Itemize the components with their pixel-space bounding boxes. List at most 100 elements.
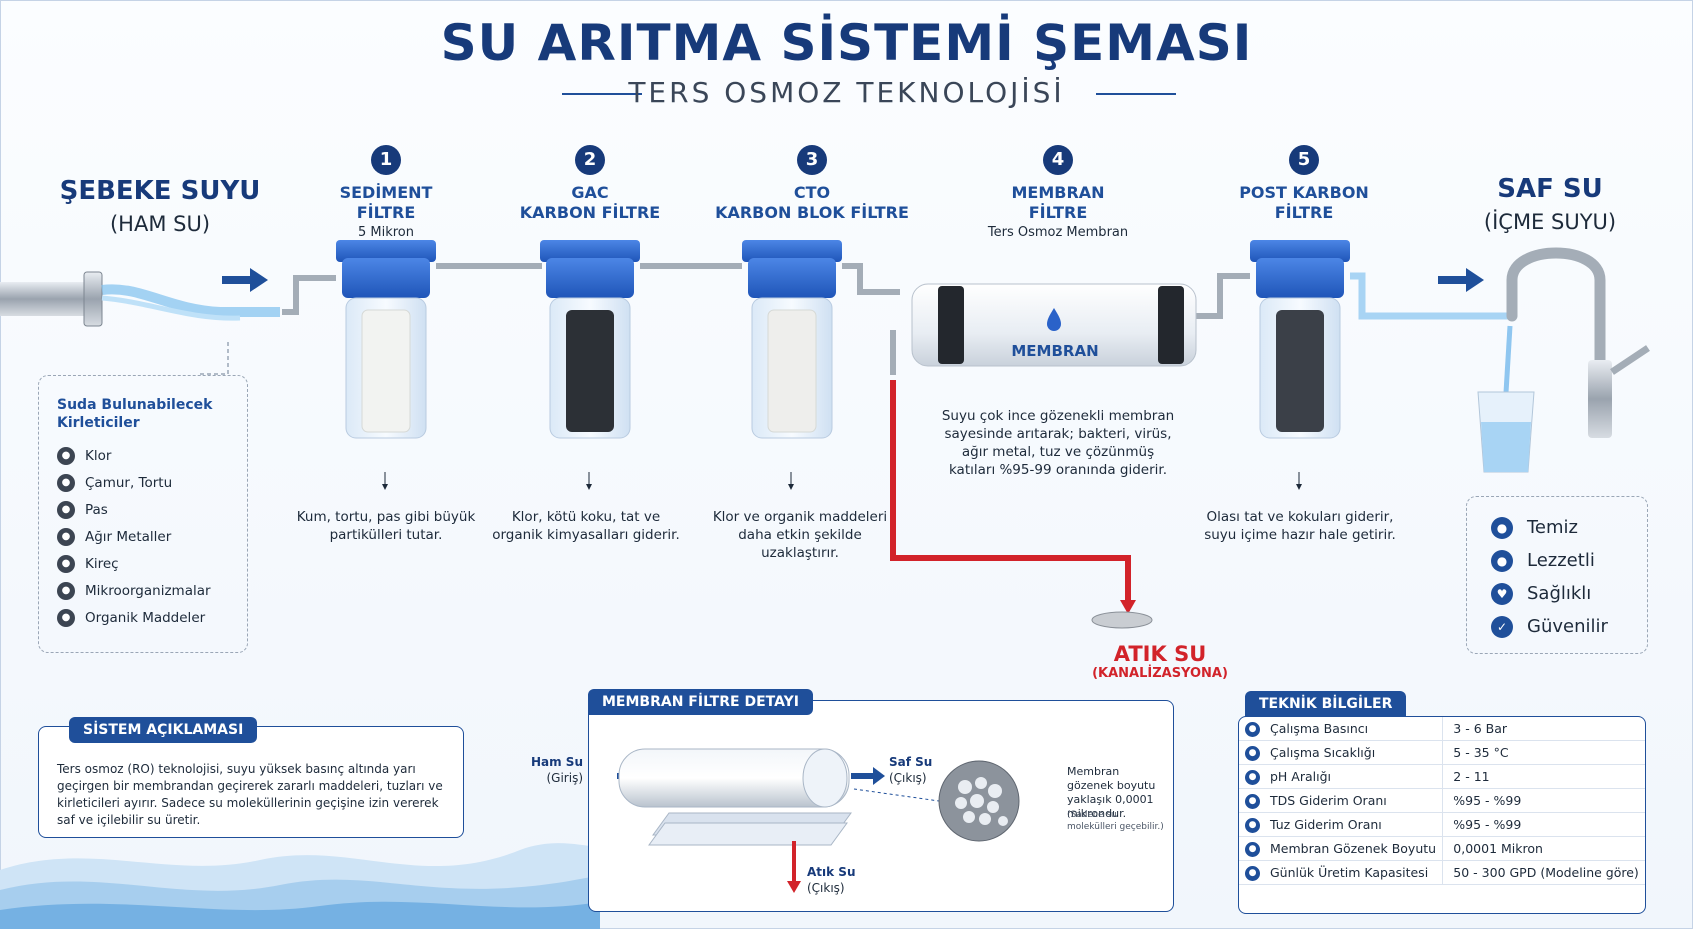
stage-pointer-arrows bbox=[382, 472, 1302, 490]
gauge-icon: ● bbox=[1245, 721, 1260, 737]
table-row: ●Tuz Giderim Oranı%95 - %99 bbox=[1239, 812, 1645, 837]
salt-icon: ● bbox=[1245, 817, 1260, 833]
flow-arrow-outlet bbox=[1438, 268, 1484, 292]
stage-4-title-line2: FİLTRE bbox=[1028, 203, 1088, 222]
page-subtitle: TERS OSMOZ TEKNOLOJİSİ bbox=[628, 76, 1065, 109]
benefits-box: ●Temiz ●Lezzetli ♥Sağlıklı ✓Güvenilir bbox=[1466, 496, 1648, 654]
stage-2-description: Klor, kötü koku, tat ve organik kimyasal… bbox=[492, 509, 680, 543]
page-title: SU ARITMA SİSTEMİ ŞEMASI bbox=[440, 14, 1253, 72]
sediment-icon: ● bbox=[57, 473, 75, 492]
water-glass-icon bbox=[1477, 391, 1535, 473]
membrane-waste-label: Atık Su bbox=[807, 865, 856, 879]
connecting-pipes bbox=[282, 263, 1510, 320]
list-item: ●Organik Maddeler bbox=[57, 604, 247, 631]
stage-2-number: 2 bbox=[575, 145, 605, 175]
stage-3-number: 3 bbox=[797, 145, 827, 175]
drop-icon: ● bbox=[1491, 516, 1513, 539]
stage-4-number: 4 bbox=[1043, 145, 1073, 175]
thermometer-icon: ● bbox=[1245, 745, 1260, 761]
stage-2-title-line2: KARBON FİLTRE bbox=[519, 203, 661, 222]
stage-1-subtitle: 5 Mikron bbox=[357, 225, 414, 240]
destination-subtitle: (İÇME SUYU) bbox=[1483, 210, 1617, 234]
stage-5-title-line2: FİLTRE bbox=[1274, 203, 1334, 222]
membrane-housing bbox=[911, 283, 1197, 367]
contaminants-list: ●Klor ●Çamur, Tortu ●Pas ●Ağır Metaller … bbox=[57, 442, 247, 631]
membrane-detail-title: MEMBRAN FİLTRE DETAYI bbox=[588, 689, 813, 715]
stage-1-title-line1: SEDİMENT bbox=[339, 183, 433, 202]
source-subtitle: (HAM SU) bbox=[109, 212, 211, 236]
contaminants-title: Suda Bulunabilecek Kirleticiler bbox=[57, 397, 213, 431]
list-item: ●Temiz bbox=[1491, 511, 1647, 544]
membrane-detail-panel: MEMBRAN FİLTRE DETAYI Ham Su (Giriş) Saf… bbox=[531, 689, 1174, 912]
system-description-text: Ters osmoz (RO) teknolojisi, suyu yüksek… bbox=[57, 762, 443, 827]
benefits-list: ●Temiz ●Lezzetli ♥Sağlıklı ✓Güvenilir bbox=[1491, 511, 1647, 643]
list-item: ●Klor bbox=[57, 442, 247, 469]
contaminants-connector bbox=[198, 342, 229, 375]
capacity-icon: ● bbox=[1245, 865, 1260, 881]
stage-4-header: 4 MEMBRAN FİLTRE Ters Osmoz Membran bbox=[938, 145, 1178, 240]
rust-icon: ● bbox=[57, 500, 75, 519]
membrane-pore-text: Membran gözenek boyutu yaklaşık 0,0001 m… bbox=[1067, 765, 1156, 820]
system-description-panel: SİSTEM AÇIKLAMASI Ters osmoz (RO) teknol… bbox=[38, 717, 464, 838]
membrane-pore-note: (Sadece su molekülleri geçebilir.) bbox=[1067, 810, 1164, 832]
membrane-outlet-sub: (Çıkış) bbox=[889, 771, 927, 785]
list-item: ✓Güvenilir bbox=[1491, 610, 1647, 643]
subtitle-rule-right bbox=[1096, 93, 1176, 95]
stage-4-title-line1: MEMBRAN bbox=[1011, 183, 1105, 202]
waste-water-subtitle: (KANALİZASYONA) bbox=[1092, 666, 1228, 681]
flow-arrow-inlet bbox=[222, 268, 268, 292]
filter-housing-1 bbox=[336, 240, 436, 439]
stage-2-title-line1: GAC bbox=[571, 183, 609, 202]
water-wave-decoration bbox=[0, 843, 600, 929]
stage-1-description: Kum, tortu, pas gibi büyük partikülleri … bbox=[296, 509, 476, 543]
membrane-waste-sub: (Çıkış) bbox=[807, 881, 845, 895]
list-item: ●Mikroorganizmalar bbox=[57, 577, 247, 604]
limescale-icon: ● bbox=[57, 554, 75, 573]
source-title: ŞEBEKE SUYU bbox=[59, 176, 261, 206]
process-flow-illustration bbox=[0, 240, 1650, 629]
list-item: ●Kireç bbox=[57, 550, 247, 577]
ph-icon: ● bbox=[1245, 769, 1260, 785]
stage-3-description: Klor ve organik maddeleri daha etkin şek… bbox=[712, 509, 888, 561]
stage-4-subtitle: Ters Osmoz Membran bbox=[987, 225, 1129, 240]
waste-water-title: ATIK SU bbox=[1113, 642, 1207, 666]
stage-3-title-line2: KARBON BLOK FİLTRE bbox=[715, 203, 909, 222]
organic-matter-icon: ● bbox=[57, 608, 75, 627]
stage-1-number: 1 bbox=[371, 145, 401, 175]
filter-housing-2 bbox=[540, 240, 640, 439]
membrane-inlet-label: Ham Su bbox=[530, 755, 583, 769]
stage-5-header: 5 POST KARBON FİLTRE bbox=[1184, 145, 1424, 223]
list-item: ●Ağır Metaller bbox=[57, 523, 247, 550]
cup-icon: ● bbox=[1491, 549, 1513, 572]
subtitle-rule-left bbox=[562, 93, 642, 95]
membrane-detail-illustration bbox=[617, 748, 1020, 893]
stage-2-header: 2 GAC KARBON FİLTRE bbox=[470, 145, 710, 223]
membrane-outlet-label: Saf Su bbox=[889, 755, 933, 769]
stage-1-title-line2: FİLTRE bbox=[356, 203, 416, 222]
heavy-metal-icon: ● bbox=[57, 527, 75, 546]
stage-4-description: Suyu çok ince gözenekli membran sayesind… bbox=[941, 408, 1175, 478]
system-description-title: SİSTEM AÇIKLAMASI bbox=[69, 717, 258, 743]
contaminants-box: Suda Bulunabilecek Kirleticiler ●Klor ●Ç… bbox=[38, 375, 248, 653]
destination-title: SAF SU bbox=[1497, 174, 1603, 204]
list-item: ●Çamur, Tortu bbox=[57, 469, 247, 496]
technical-info-title: TEKNİK BİLGİLER bbox=[1245, 691, 1407, 717]
filter-housing-5 bbox=[1250, 240, 1350, 439]
membrane-inlet-sub: (Giriş) bbox=[546, 771, 583, 785]
list-item: ●Pas bbox=[57, 496, 247, 523]
stage-5-title-line1: POST KARBON bbox=[1239, 183, 1369, 202]
list-item: ●Lezzetli bbox=[1491, 544, 1647, 577]
list-item: ♥Sağlıklı bbox=[1491, 577, 1647, 610]
membrane-label: MEMBRAN bbox=[1011, 342, 1099, 360]
stage-3-title-line1: CTO bbox=[793, 183, 831, 202]
stage-5-description: Olası tat ve kokuları giderir, suyu içim… bbox=[1204, 509, 1396, 543]
inlet-pipe bbox=[0, 271, 280, 327]
shield-check-icon: ✓ bbox=[1491, 615, 1513, 638]
